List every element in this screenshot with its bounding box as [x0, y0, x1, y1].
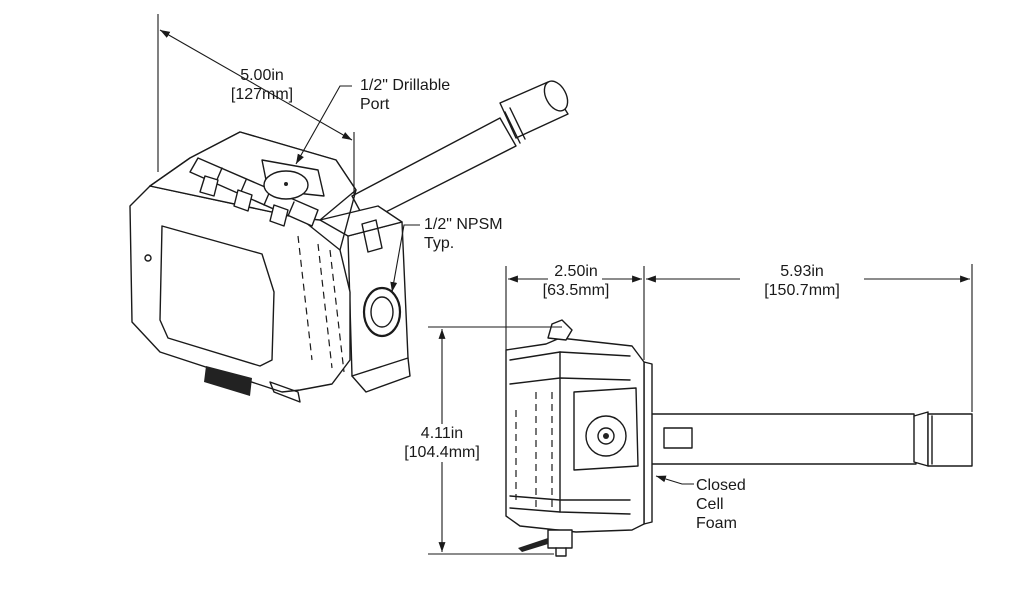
foam-line2: Cell — [696, 496, 724, 513]
side-foam — [643, 361, 653, 525]
leader-npsm — [390, 224, 420, 293]
isometric-view — [129, 80, 569, 403]
dim-length-metric: [127mm] — [230, 86, 294, 103]
npsm-label: 1/2" NPSM Typ. — [424, 215, 503, 253]
dim-height-value: 4.11in — [420, 425, 464, 442]
foam-label: Closed Cell Foam — [696, 476, 746, 533]
foam-line1: Closed — [696, 477, 746, 494]
npsm-line2: Typ. — [424, 235, 455, 252]
side-housing — [505, 319, 645, 557]
foam-line3: Foam — [696, 515, 737, 532]
side-probe — [643, 411, 973, 467]
dim-depth-value: 2.50in — [554, 263, 598, 280]
dim-probe-metric: [150.7mm] — [764, 282, 840, 299]
side-dim-probe — [646, 264, 973, 412]
dim-depth-metric: [63.5mm] — [542, 282, 610, 299]
side-dim-height — [428, 326, 562, 555]
leader-foam — [655, 475, 694, 485]
dim-length-label: 5.00in [127mm] — [214, 66, 310, 104]
npsm-line1: 1/2" NPSM — [424, 216, 503, 233]
dim-height-label: 4.11in [104.4mm] — [390, 424, 494, 462]
side-view — [505, 319, 973, 557]
dim-height-metric: [104.4mm] — [404, 444, 480, 461]
iso-conduit-block — [319, 205, 411, 393]
leader-drillable-port — [295, 85, 352, 165]
dim-depth-label: 2.50in [63.5mm] — [528, 262, 624, 300]
iso-housing — [129, 131, 357, 403]
dim-length-value: 5.00in — [240, 67, 284, 84]
iso-probe — [351, 80, 569, 223]
side-dim-depth — [505, 266, 645, 360]
drillable-port-line1: 1/2" Drillable — [360, 77, 451, 94]
dim-probe-value: 5.93in — [780, 263, 824, 280]
drillable-port-line2: Port — [360, 96, 390, 113]
dim-probe-label: 5.93in [150.7mm] — [742, 262, 862, 300]
drillable-port-label: 1/2" Drillable Port — [360, 76, 450, 114]
